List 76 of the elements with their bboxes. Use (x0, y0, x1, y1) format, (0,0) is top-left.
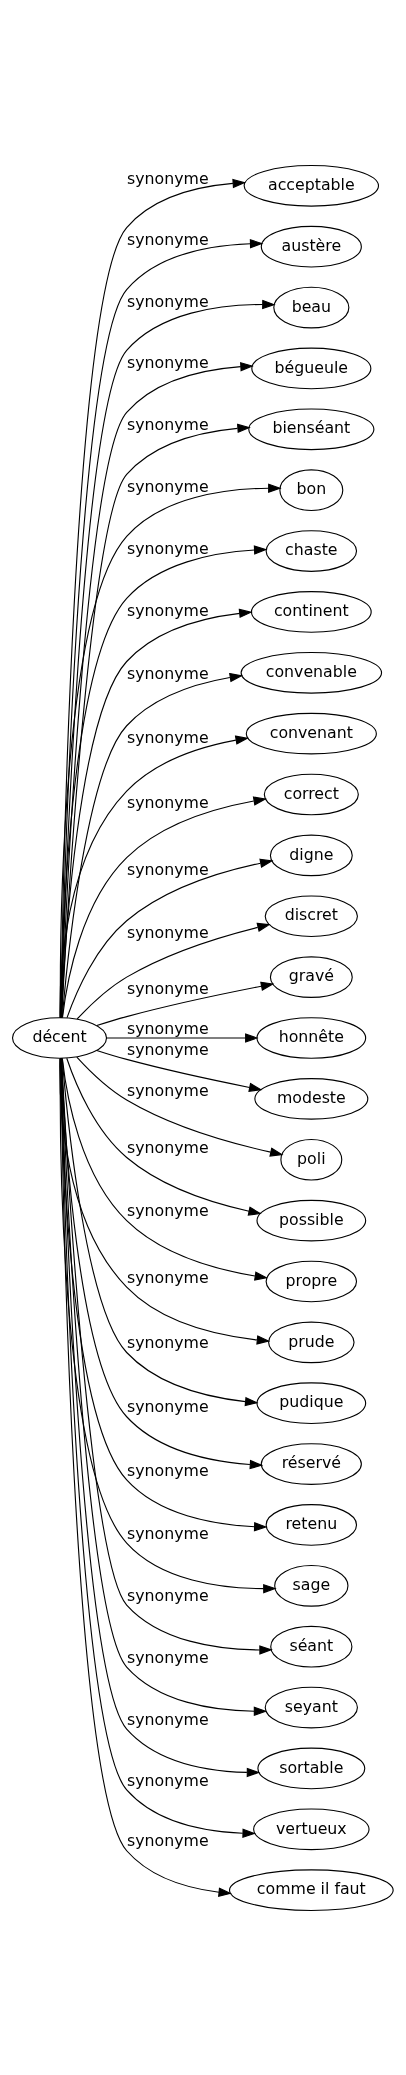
node-ellipse: seyant (264, 1686, 358, 1728)
edge-label: synonyme (127, 414, 209, 434)
edge-label: synonyme (127, 792, 209, 812)
node-ellipse: bégueule (251, 347, 372, 389)
node-ellipse: vertueux (253, 1807, 370, 1850)
edge-label: synonyme (127, 291, 209, 311)
edge-label: synonyme (127, 727, 209, 747)
arrow (60, 608, 253, 1018)
node-ellipse: comme il faut (228, 1868, 394, 1911)
edge-label: synonyme (127, 1709, 209, 1729)
arrow (60, 1057, 232, 1897)
node-ellipse: honnête (256, 1016, 367, 1059)
edge-label: synonyme (127, 1830, 209, 1850)
arrow (59, 482, 282, 1018)
node-ellipse: convenant (245, 712, 377, 754)
edge-label: synonyme (127, 600, 209, 620)
edge-label: synonyme (127, 229, 209, 249)
node-ellipse: propre (265, 1260, 358, 1302)
arrow (61, 672, 244, 1018)
node-ellipse: retenu (265, 1503, 358, 1546)
node-ellipse: convenable (240, 651, 383, 694)
node-ellipse: réservé (260, 1442, 362, 1485)
edge-label: synonyme (127, 978, 209, 998)
node-ellipse: discret (264, 894, 358, 937)
edge-label: synonyme (127, 1332, 209, 1352)
node-ellipse: pudique (256, 1381, 367, 1424)
arrow (76, 1056, 284, 1157)
arrow (105, 1032, 259, 1043)
node-ellipse: séant (270, 1625, 353, 1668)
node-ellipse: digne (269, 834, 353, 876)
node-ellipse: bon (279, 468, 344, 511)
node-ellipse: modeste (254, 1077, 369, 1120)
node-ellipse: sortable (257, 1747, 366, 1789)
edge-label: synonyme (127, 1647, 209, 1667)
edge-label: synonyme (127, 352, 209, 372)
edge-label: synonyme (127, 1137, 209, 1157)
arrow (61, 795, 267, 1018)
edge-label: synonyme (127, 663, 209, 683)
node-ellipse: décent (11, 1016, 108, 1059)
node-ellipse: austère (260, 225, 362, 268)
arrow (96, 981, 275, 1026)
edge-label: synonyme (127, 1460, 209, 1480)
node-ellipse: chaste (265, 529, 358, 572)
node-ellipse: acceptable (243, 164, 380, 207)
edge-label: synonyme (127, 168, 209, 188)
arrow (61, 1057, 269, 1281)
edge-label: synonyme (127, 1396, 209, 1416)
node-ellipse: gravé (269, 955, 353, 998)
edge-label: synonyme (127, 1267, 209, 1287)
edge-label: synonyme (127, 1018, 209, 1038)
arrow (61, 1057, 259, 1406)
edge-label: synonyme (127, 1080, 209, 1100)
arrow (66, 1057, 262, 1216)
node-ellipse: continent (250, 590, 372, 633)
node-ellipse: prude (268, 1321, 355, 1363)
node-ellipse: possible (256, 1199, 367, 1241)
node-ellipse: poli (280, 1138, 343, 1181)
arrow (59, 1057, 271, 1345)
edge-label: synonyme (127, 922, 209, 942)
arrow (96, 1049, 263, 1092)
arrow (66, 858, 274, 1018)
node-ellipse: beau (273, 286, 350, 328)
edge-label: synonyme (127, 1770, 209, 1790)
node-ellipse: correct (263, 773, 359, 815)
arrow (59, 735, 249, 1018)
edge-label: synonyme (127, 1039, 209, 1059)
arrow (76, 922, 271, 1019)
node-ellipse: sage (274, 1564, 349, 1607)
edge-label: synonyme (127, 1585, 209, 1605)
node-ellipse: bienséant (248, 407, 375, 450)
edge-label: synonyme (127, 1523, 209, 1543)
edge-label: synonyme (127, 476, 209, 496)
edge-label: synonyme (127, 859, 209, 879)
edge-label: synonyme (127, 538, 209, 558)
edge-label: synonyme (127, 1200, 209, 1220)
arrow (60, 544, 268, 1018)
